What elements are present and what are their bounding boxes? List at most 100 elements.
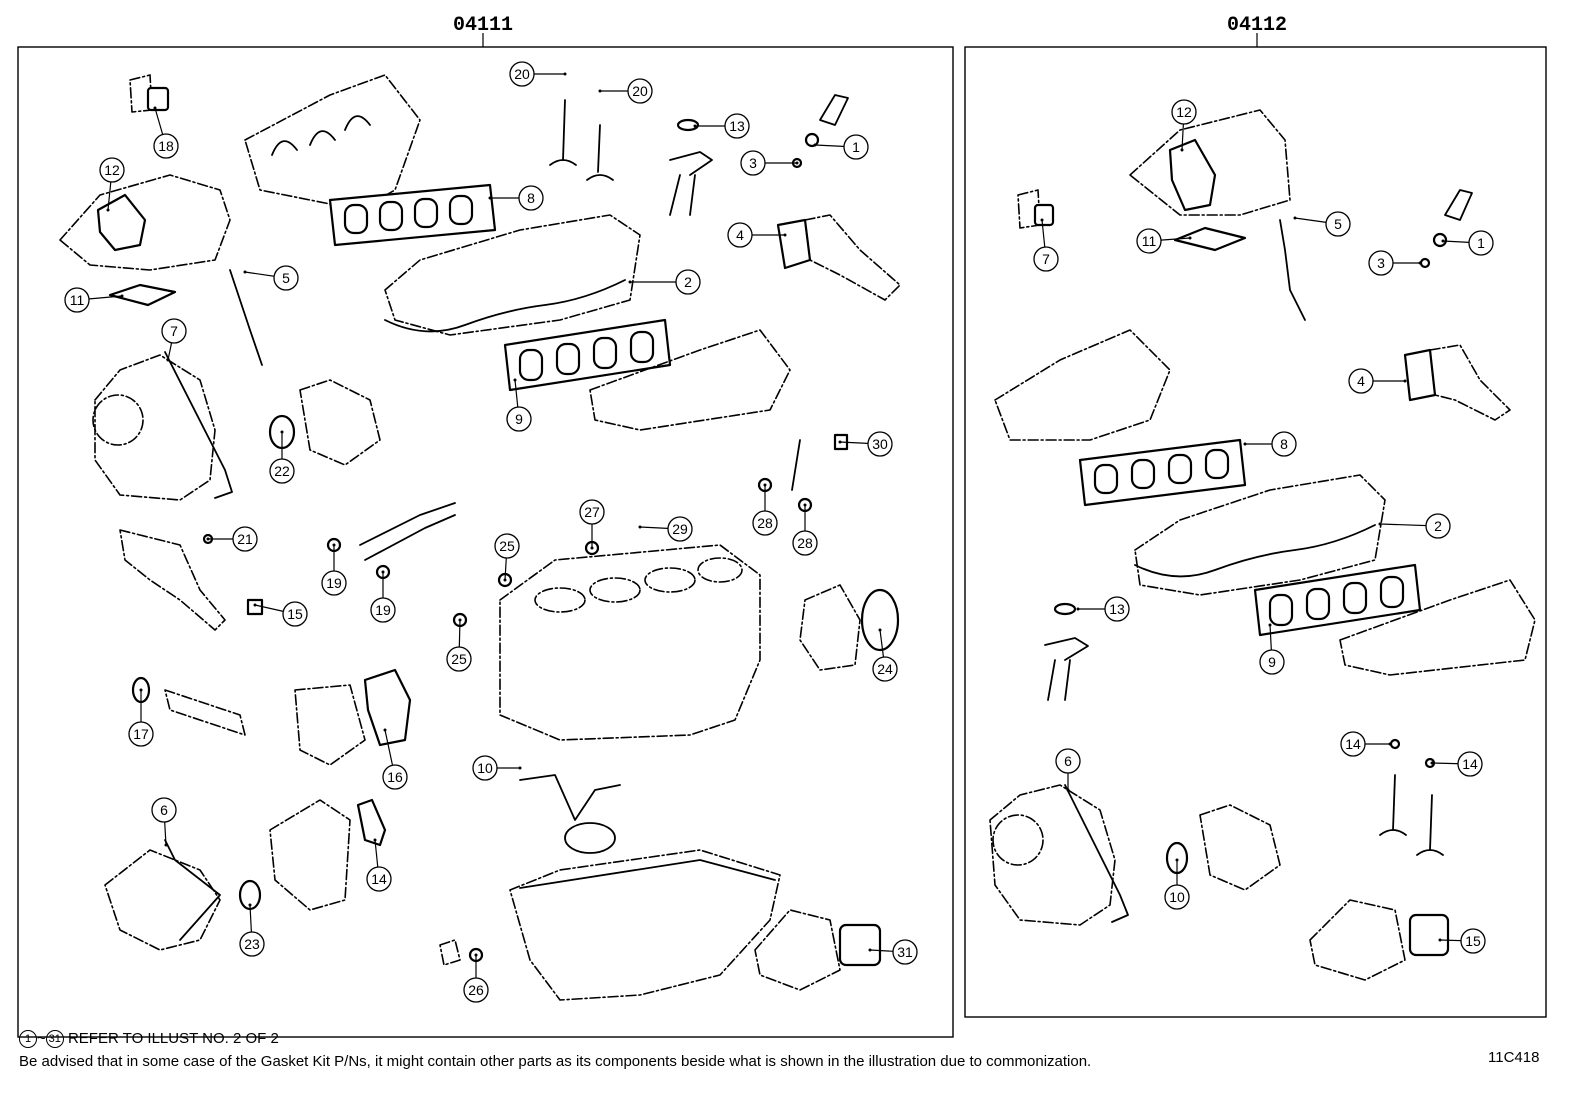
callout-bubble bbox=[509, 61, 535, 87]
callout-17: 17 bbox=[128, 688, 154, 747]
part-sketches-left bbox=[59, 74, 901, 1001]
callout-bubble bbox=[727, 222, 753, 248]
callout-anchor bbox=[598, 89, 602, 93]
kit-code-left: 04111 bbox=[453, 14, 513, 37]
callout-bubble bbox=[1340, 731, 1366, 757]
callout-5: 5 bbox=[243, 265, 299, 291]
refer-text: REFER TO ILLUST NO. 2 OF 2 bbox=[67, 1030, 279, 1047]
callout-bubble bbox=[724, 113, 750, 139]
callout-anchor bbox=[332, 543, 336, 547]
callout-bubble bbox=[472, 755, 498, 781]
callout-bubble bbox=[273, 265, 299, 291]
callout-bubble bbox=[1468, 230, 1494, 256]
callout-bubble bbox=[843, 134, 869, 160]
part-number: 8 bbox=[1280, 436, 1288, 452]
callout-bubble bbox=[446, 646, 472, 672]
callout-bubble bbox=[740, 150, 766, 176]
callout-anchor bbox=[513, 378, 517, 382]
callout-12: 12 bbox=[1171, 99, 1197, 152]
callout-6: 6 bbox=[1055, 748, 1081, 792]
callout-8: 8 bbox=[488, 185, 544, 211]
callout-bubble bbox=[269, 458, 295, 484]
callout-anchor bbox=[813, 143, 817, 147]
callout-4: 4 bbox=[1348, 368, 1407, 394]
part-number: 13 bbox=[1109, 601, 1125, 617]
callout-bubble bbox=[1164, 884, 1190, 910]
part-number: 13 bbox=[729, 118, 745, 134]
range-separator: ~ bbox=[37, 1030, 46, 1047]
callout-bubble bbox=[1457, 751, 1483, 777]
callout-19: 19 bbox=[321, 543, 347, 596]
part-number: 27 bbox=[584, 504, 600, 520]
part-sketches-right bbox=[989, 109, 1536, 981]
callout-13: 13 bbox=[1076, 596, 1130, 622]
callout-1: 1 bbox=[1441, 230, 1494, 256]
kit-panel-left: 04111 bbox=[17, 14, 954, 1038]
callout-15: 15 bbox=[1438, 928, 1486, 954]
callout-anchor bbox=[1040, 218, 1044, 222]
callout-anchor bbox=[106, 208, 110, 212]
callout-bubble bbox=[627, 78, 653, 104]
callout-bubble bbox=[1104, 596, 1130, 622]
callout-anchor bbox=[206, 537, 210, 541]
callout-anchor bbox=[503, 578, 507, 582]
part-number: 19 bbox=[375, 602, 391, 618]
callout-anchor bbox=[474, 953, 478, 957]
callout-bubble bbox=[752, 510, 778, 536]
callout-anchor bbox=[1388, 742, 1392, 746]
callout-bubble bbox=[1368, 250, 1394, 276]
callout-anchor bbox=[1076, 607, 1080, 611]
callout-2: 2 bbox=[628, 269, 701, 295]
callout-anchor bbox=[1175, 858, 1179, 862]
part-number: 28 bbox=[757, 515, 773, 531]
callout-anchor bbox=[878, 628, 882, 632]
part-number: 5 bbox=[282, 270, 290, 286]
callout-bubble bbox=[494, 533, 520, 559]
part-number: 14 bbox=[371, 871, 387, 887]
callout-anchor bbox=[795, 161, 799, 165]
callout-anchor bbox=[1268, 623, 1272, 627]
callout-31: 31 bbox=[868, 939, 918, 965]
callout-bubble bbox=[161, 318, 187, 344]
callout-28: 28 bbox=[752, 483, 778, 536]
callout-6: 6 bbox=[151, 797, 177, 847]
range-start-bubble: 1 bbox=[19, 1030, 37, 1049]
part-number: 1 bbox=[1477, 235, 1485, 251]
callout-anchor bbox=[1293, 216, 1297, 220]
callout-18: 18 bbox=[153, 106, 179, 159]
callout-12: 12 bbox=[99, 157, 125, 212]
callout-bubble bbox=[463, 977, 489, 1003]
callout-anchor bbox=[139, 688, 143, 692]
callout-anchor bbox=[488, 196, 492, 200]
callout-bubble bbox=[1171, 99, 1197, 125]
callout-anchor bbox=[120, 294, 124, 298]
callout-20: 20 bbox=[509, 61, 567, 87]
callout-10: 10 bbox=[1164, 858, 1190, 910]
callout-25: 25 bbox=[494, 533, 520, 582]
callout-16: 16 bbox=[382, 728, 408, 790]
callout-anchor bbox=[280, 430, 284, 434]
callout-anchor bbox=[838, 440, 842, 444]
kit-panel-right: 04112 bbox=[964, 14, 1547, 1018]
callout-27: 27 bbox=[579, 499, 605, 550]
callout-bubble bbox=[370, 597, 396, 623]
gasket-kit-diagram: 04111 bbox=[17, 14, 1547, 1038]
part-number: 14 bbox=[1345, 736, 1361, 752]
commonization-notice: Be advised that in some case of the Gask… bbox=[19, 1053, 1092, 1070]
part-number: 9 bbox=[1268, 654, 1276, 670]
callout-29: 29 bbox=[638, 516, 693, 542]
part-number: 4 bbox=[736, 227, 744, 243]
callout-anchor bbox=[590, 546, 594, 550]
part-number: 12 bbox=[1176, 104, 1192, 120]
callout-14: 14 bbox=[366, 838, 392, 892]
callout-bubble bbox=[792, 530, 818, 556]
callout-anchor bbox=[1403, 379, 1407, 383]
part-number: 26 bbox=[468, 982, 484, 998]
part-number: 2 bbox=[1434, 518, 1442, 534]
part-number: 31 bbox=[897, 944, 913, 960]
callout-bubble bbox=[1259, 649, 1285, 675]
callout-anchor bbox=[153, 106, 157, 110]
callout-anchor bbox=[1441, 239, 1445, 243]
callout-anchor bbox=[628, 280, 632, 284]
callout-4: 4 bbox=[727, 222, 787, 248]
